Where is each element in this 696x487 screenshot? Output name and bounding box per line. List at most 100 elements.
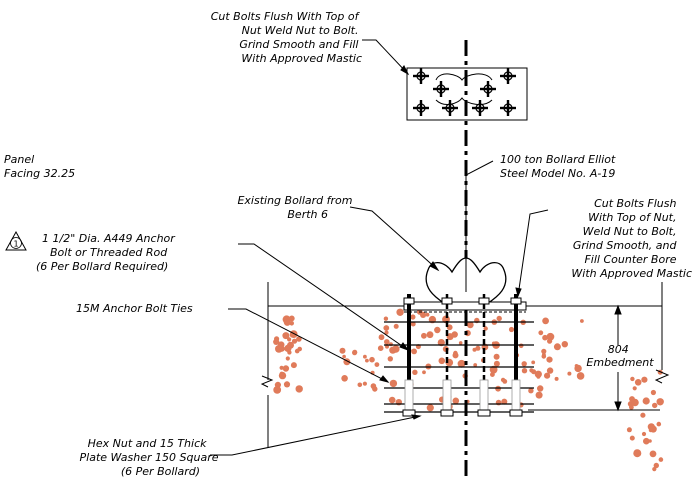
aggregate-dot (384, 339, 390, 345)
plan-bolt (500, 68, 516, 84)
plan-bolts (413, 68, 516, 116)
revision-triangle: 1 (5, 230, 27, 251)
aggregate-dot (500, 377, 506, 383)
aggregate-dot (278, 371, 287, 380)
leader-lines (210, 39, 549, 456)
aggregate-dot (466, 321, 474, 329)
aggregate-dot (633, 449, 642, 458)
aggregate-dot (295, 385, 303, 393)
aggregate-dot (656, 398, 664, 406)
aggregate-dot (580, 319, 584, 323)
aggregate-dot (383, 316, 389, 321)
aggregate-dot (538, 330, 544, 336)
hex-nut-note: Hex Nut and 15 Thick Plate Washer 150 Sq… (80, 437, 222, 478)
aggregate-dot (284, 346, 290, 351)
aggregate-dot (357, 382, 363, 388)
aggregate-dot (384, 330, 389, 335)
aggregate-dot (546, 356, 553, 363)
existing-bollard-note: Existing Bollard from Berth 6 (237, 194, 356, 221)
aggregate-dot (535, 391, 543, 399)
aggregate-dot (426, 404, 434, 412)
aggregate-dot (426, 331, 434, 339)
aggregate-dot (542, 352, 546, 357)
aggregate-dot (446, 333, 454, 341)
aggregate-dot (521, 361, 527, 367)
aggregate-dot (640, 412, 646, 418)
aggregate-dot (483, 326, 488, 331)
aggregate-dot (452, 352, 459, 359)
aggregate-dot (383, 325, 390, 331)
aggregate-dot (493, 360, 500, 367)
aggregate-dot (352, 350, 358, 356)
aggregate-dot (422, 370, 426, 375)
aggregate-dot (421, 332, 427, 339)
aggregate-dot (649, 450, 657, 458)
aggregate-dot (438, 357, 446, 365)
aggregate-dot (388, 396, 396, 404)
aggregate-dot (287, 337, 292, 342)
aggregate-dot (630, 376, 635, 382)
aggregate-dot (339, 347, 346, 354)
aggregate-dot (567, 371, 572, 376)
aggregate-dot (648, 428, 653, 433)
aggregate-dot (546, 367, 554, 374)
aggregate-dot (369, 356, 375, 363)
aggregate-dot (536, 374, 541, 379)
aggregate-dot (629, 404, 634, 410)
aggregate-dot (493, 353, 500, 360)
aggregate-dot (410, 314, 416, 320)
aggregate-dot (508, 326, 515, 333)
aggregate-dot (362, 381, 367, 386)
aggregate-dot (634, 379, 642, 386)
aggregate-dot (574, 364, 579, 368)
aggregate-dot (410, 321, 416, 327)
aggregate-dot (425, 312, 430, 317)
aggregate-dot (626, 427, 632, 433)
aggregate-dot (544, 372, 551, 379)
aggregate-dot (294, 348, 300, 354)
plan-bolt (480, 81, 496, 97)
anchor-bolt (477, 294, 491, 417)
base-plate-elevation (403, 301, 527, 313)
right-note: Cut Bolts Flush With Top of Nut, Weld Nu… (571, 197, 692, 280)
embedment-label: 804 Embedment (586, 343, 654, 369)
aggregate-dot (529, 368, 534, 373)
aggregate-dot (652, 467, 657, 472)
aggregate-dot (546, 332, 555, 341)
aggregate-dot (521, 368, 528, 374)
aggregate-dot (296, 336, 302, 342)
aggregate-dot (457, 359, 466, 368)
aggregate-dot (642, 397, 650, 405)
aggregate-dot (496, 315, 502, 322)
aggregate-dot (629, 396, 635, 402)
aggregate-dot (489, 365, 498, 374)
aggregate-dot (277, 341, 285, 349)
aggregate-dot (658, 457, 664, 462)
anchor-bolt (509, 294, 523, 417)
aggregate-dot (554, 376, 559, 381)
bollard-model-note: 100 ton Bollard Elliot Steel Model No. A… (500, 153, 619, 180)
aggregate-dot (452, 397, 460, 405)
aggregate-dot (491, 341, 496, 346)
aggregate-dot (541, 348, 547, 354)
aggregate-dot (290, 362, 297, 369)
plan-bolt (500, 100, 516, 116)
aggregate-dot (473, 363, 478, 367)
aggregate-dot (372, 386, 378, 392)
aggregate-dot (542, 317, 549, 325)
aggregate-dot (648, 439, 652, 443)
aggregate-dot (434, 326, 441, 334)
base-plate-plan (406, 67, 528, 121)
aggregate-dot (629, 435, 635, 441)
anchor-bolts (402, 294, 523, 417)
aggregate-dot (652, 402, 658, 409)
anchor-bolt-note: 1 1/2" Dia. A449 Anchor Bolt or Threaded… (36, 232, 178, 273)
aggregate-dot (378, 334, 385, 341)
aggregate-dot (641, 376, 648, 383)
plan-bolt (433, 81, 449, 97)
aggregate-dot (273, 338, 280, 345)
aggregate-dot (653, 462, 659, 469)
aggregate-dot (341, 375, 348, 382)
